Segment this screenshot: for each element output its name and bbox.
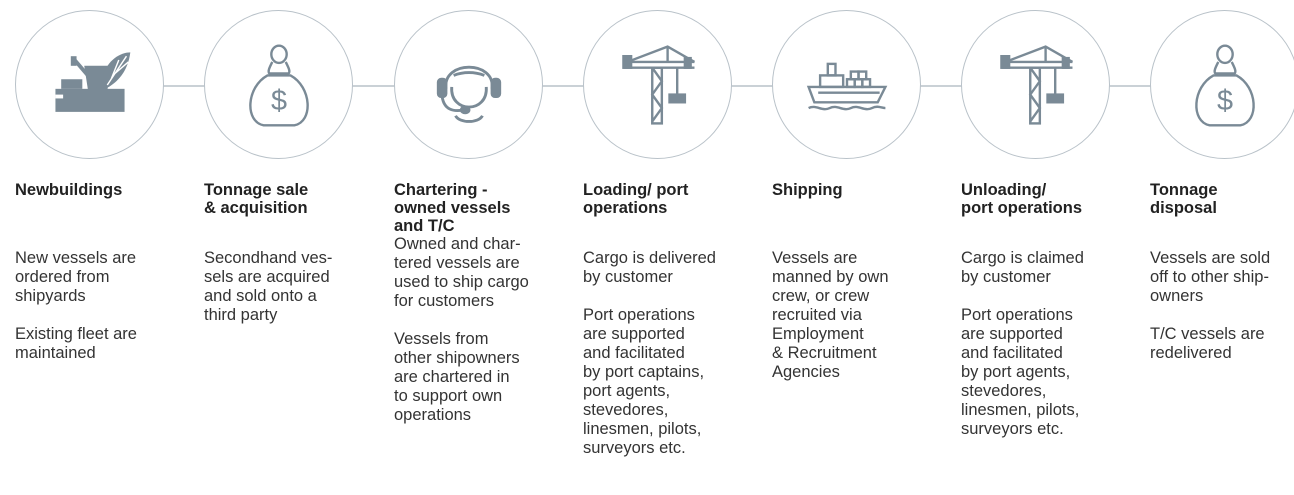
step-title: Unloading/ port operations (961, 181, 1083, 217)
step-description: Vessels are sold off to other ship- owne… (1150, 249, 1294, 382)
step-description: Vessels are manned by own crew, or crew … (772, 249, 942, 401)
money-bag-icon: $ (1177, 37, 1273, 133)
description-paragraph: Vessels are manned by own crew, or crew … (772, 249, 889, 381)
step-circle (772, 10, 921, 159)
step-title: Chartering - owned vessels and T/C (394, 181, 511, 235)
svg-text:$: $ (270, 84, 286, 116)
description-paragraph: Port operations are supported and facili… (583, 306, 705, 457)
step-circle: $ (204, 10, 353, 159)
step-description: Secondhand ves- sels are acquired and so… (204, 249, 374, 344)
svg-text:$: $ (1216, 84, 1232, 116)
cargo-ship-icon (799, 37, 895, 133)
description-paragraph: Vessels from other shipowners are charte… (394, 330, 520, 424)
step-title: Loading/ port operations (583, 181, 689, 217)
description-paragraph: Cargo is claimed by customer (961, 249, 1084, 286)
description-paragraph: Owned and char- tered vessels are used t… (394, 235, 529, 310)
headset-agent-icon (421, 37, 517, 133)
description-paragraph: Existing fleet are maintained (15, 325, 137, 362)
step-title: Tonnage sale & acquisition (204, 181, 309, 217)
shipyard-icon (42, 37, 138, 133)
description-paragraph: T/C vessels are redelivered (1150, 325, 1265, 362)
description-paragraph: Secondhand ves- sels are acquired and so… (204, 249, 333, 324)
step-title: Tonnage disposal (1150, 181, 1218, 217)
step-circle (583, 10, 732, 159)
step-circle (394, 10, 543, 159)
money-bag-icon: $ (231, 37, 327, 133)
port-crane-icon (988, 37, 1084, 133)
description-paragraph: Cargo is delivered by customer (583, 249, 716, 286)
description-paragraph: Vessels are sold off to other ship- owne… (1150, 249, 1271, 305)
step-title: Newbuildings (15, 181, 123, 199)
description-paragraph: New vessels are ordered from shipyards (15, 249, 137, 305)
step-description: Owned and char- tered vessels are used t… (394, 235, 564, 444)
step-title: Shipping (772, 181, 843, 199)
step-circle: $ (1150, 10, 1294, 159)
description-paragraph: Port operations are supported and facili… (961, 306, 1080, 438)
step-circle (15, 10, 164, 159)
step-circle (961, 10, 1110, 159)
port-crane-icon (610, 37, 706, 133)
